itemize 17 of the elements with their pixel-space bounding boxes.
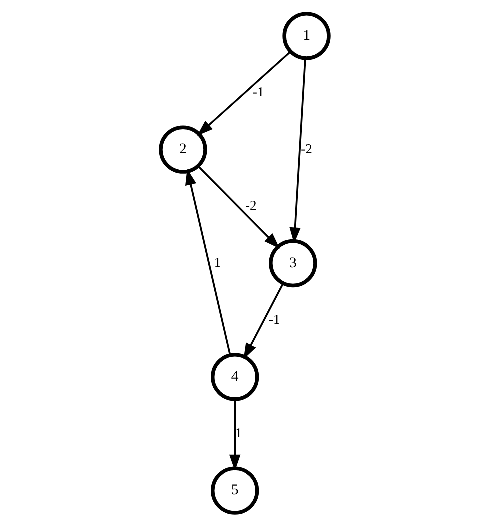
edge-label: 1 bbox=[214, 254, 221, 270]
edge-label: -1 bbox=[268, 311, 280, 326]
edge-label: -2 bbox=[245, 198, 256, 213]
arrow bbox=[196, 50, 291, 136]
node-circle: 5 bbox=[210, 466, 259, 514]
arrow bbox=[185, 168, 231, 355]
edge-label: -1 bbox=[252, 84, 264, 99]
node-circle: 2 bbox=[158, 125, 207, 174]
node-circle: 4 bbox=[210, 352, 259, 401]
node-circle: 3 bbox=[268, 238, 317, 288]
edge-label: -2 bbox=[300, 140, 312, 156]
arrow bbox=[197, 165, 280, 248]
arrow bbox=[228, 399, 240, 471]
arrow bbox=[243, 282, 284, 359]
arrow bbox=[289, 58, 306, 244]
node-circle: 1 bbox=[282, 12, 330, 60]
edge-label: 1 bbox=[234, 424, 242, 440]
